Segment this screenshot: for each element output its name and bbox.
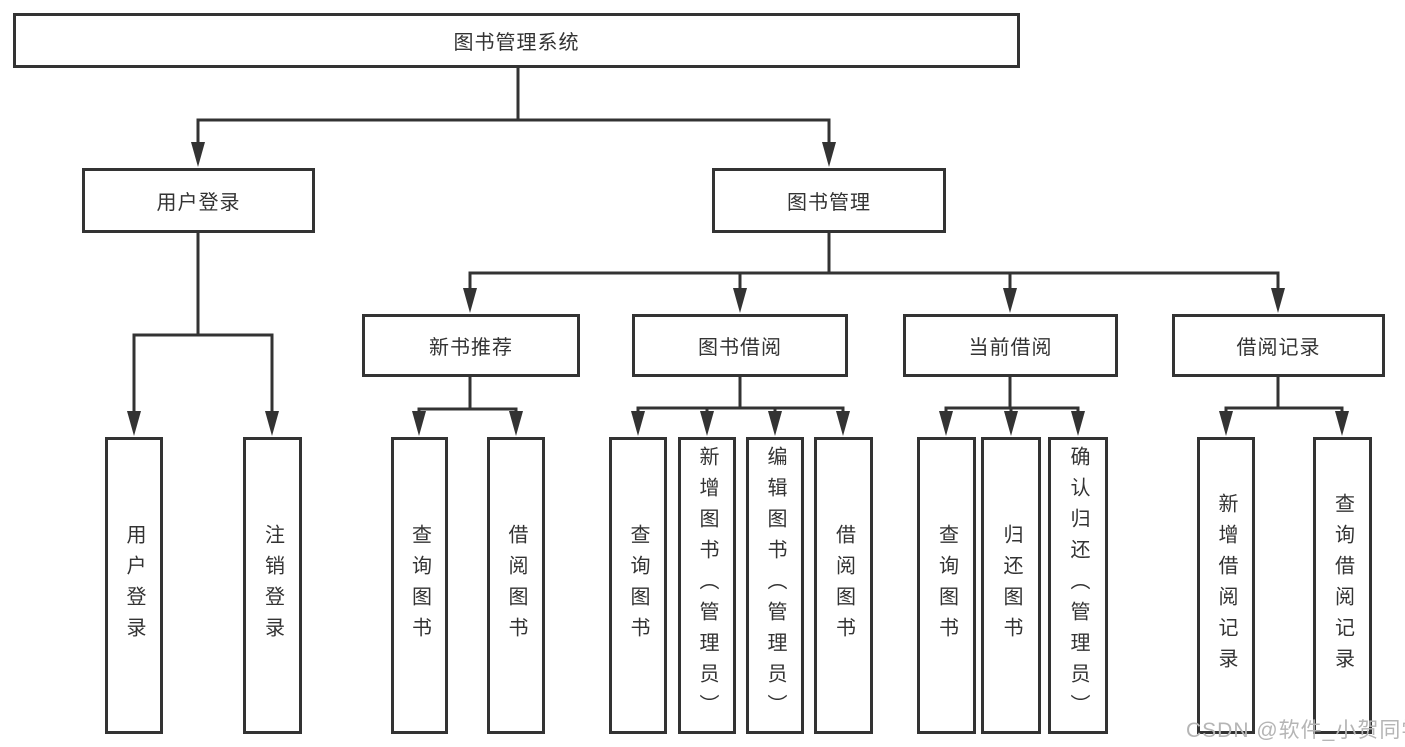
node-label: 借阅图书 [505, 523, 527, 648]
node-label: 当前借阅 [968, 337, 1053, 359]
node-label: 确认归还（管理员） [1067, 446, 1089, 725]
node-user-login: 用户登录 [82, 168, 315, 233]
node-book-management: 图书管理 [712, 168, 946, 233]
node-new-book-recommend: 新书推荐 [362, 314, 580, 377]
node-label: 查询借阅记录 [1331, 492, 1354, 679]
leaf-borrow-add-admin: 新增图书（管理员） [678, 437, 736, 734]
node-current-borrow: 当前借阅 [903, 314, 1118, 377]
node-label: 新书推荐 [429, 337, 513, 359]
leaf-borrow-book: 借阅图书 [814, 437, 873, 734]
leaf-current-return: 归还图书 [981, 437, 1041, 734]
node-borrow-records: 借阅记录 [1172, 314, 1385, 377]
node-label: 用户登录 [123, 523, 145, 648]
node-label: 注销登录 [261, 523, 284, 648]
node-label: 图书管理 [787, 192, 871, 214]
leaf-newbook-query: 查询图书 [391, 437, 448, 734]
node-label: 借阅记录 [1236, 337, 1321, 359]
node-label: 归还图书 [1000, 523, 1022, 648]
leaf-records-add: 新增借阅记录 [1197, 437, 1255, 734]
node-label: 查询图书 [408, 523, 431, 648]
leaf-user-login: 用户登录 [105, 437, 163, 734]
node-label: 图书管理系统 [453, 32, 580, 54]
leaf-records-query: 查询借阅记录 [1313, 437, 1372, 734]
node-label: 用户登录 [156, 192, 241, 214]
node-label: 新增图书（管理员） [696, 446, 718, 725]
node-label: 新增借阅记录 [1215, 492, 1237, 679]
leaf-current-query: 查询图书 [917, 437, 976, 734]
arrowheads [127, 142, 1349, 436]
leaf-borrow-query: 查询图书 [609, 437, 667, 734]
csdn-watermark: CSDN @软件_小贺同学 [1186, 719, 1405, 742]
node-label: 查询图书 [935, 523, 958, 648]
leaf-current-confirm-admin: 确认归还（管理员） [1048, 437, 1108, 734]
leaf-logout: 注销登录 [243, 437, 302, 734]
leaf-newbook-borrow: 借阅图书 [487, 437, 545, 734]
node-book-borrow: 图书借阅 [632, 314, 848, 377]
node-label: 图书借阅 [698, 337, 782, 359]
node-label: 编辑图书（管理员） [764, 446, 786, 725]
node-system-root: 图书管理系统 [13, 13, 1020, 68]
node-label: 借阅图书 [832, 523, 855, 648]
leaf-borrow-edit-admin: 编辑图书（管理员） [746, 437, 804, 734]
node-label: 查询图书 [627, 523, 649, 648]
